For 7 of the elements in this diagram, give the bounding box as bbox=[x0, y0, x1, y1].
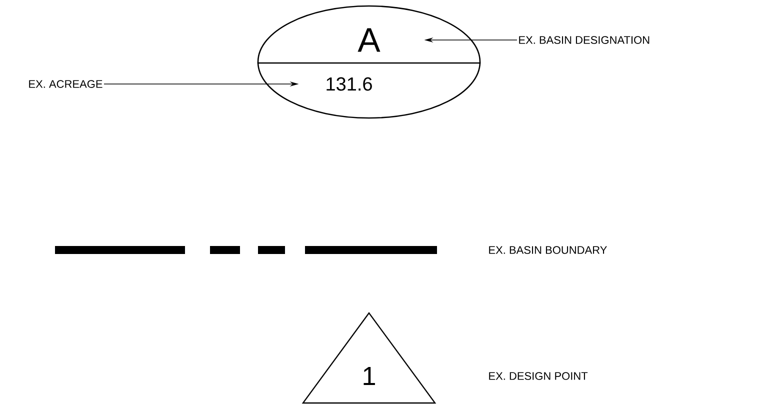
basin-letter: A bbox=[358, 28, 380, 52]
callout-label: EX. ACREAGE bbox=[29, 80, 102, 88]
basin-ellipse bbox=[257, 5, 481, 119]
acreage-value: 131.6 bbox=[326, 77, 372, 91]
note-label: EX. DESIGN POINT bbox=[489, 372, 588, 380]
callout-label: EX. BASIN DESIGNATION bbox=[519, 36, 650, 44]
legend-label: EX. BASIN BOUNDARY bbox=[489, 246, 607, 254]
